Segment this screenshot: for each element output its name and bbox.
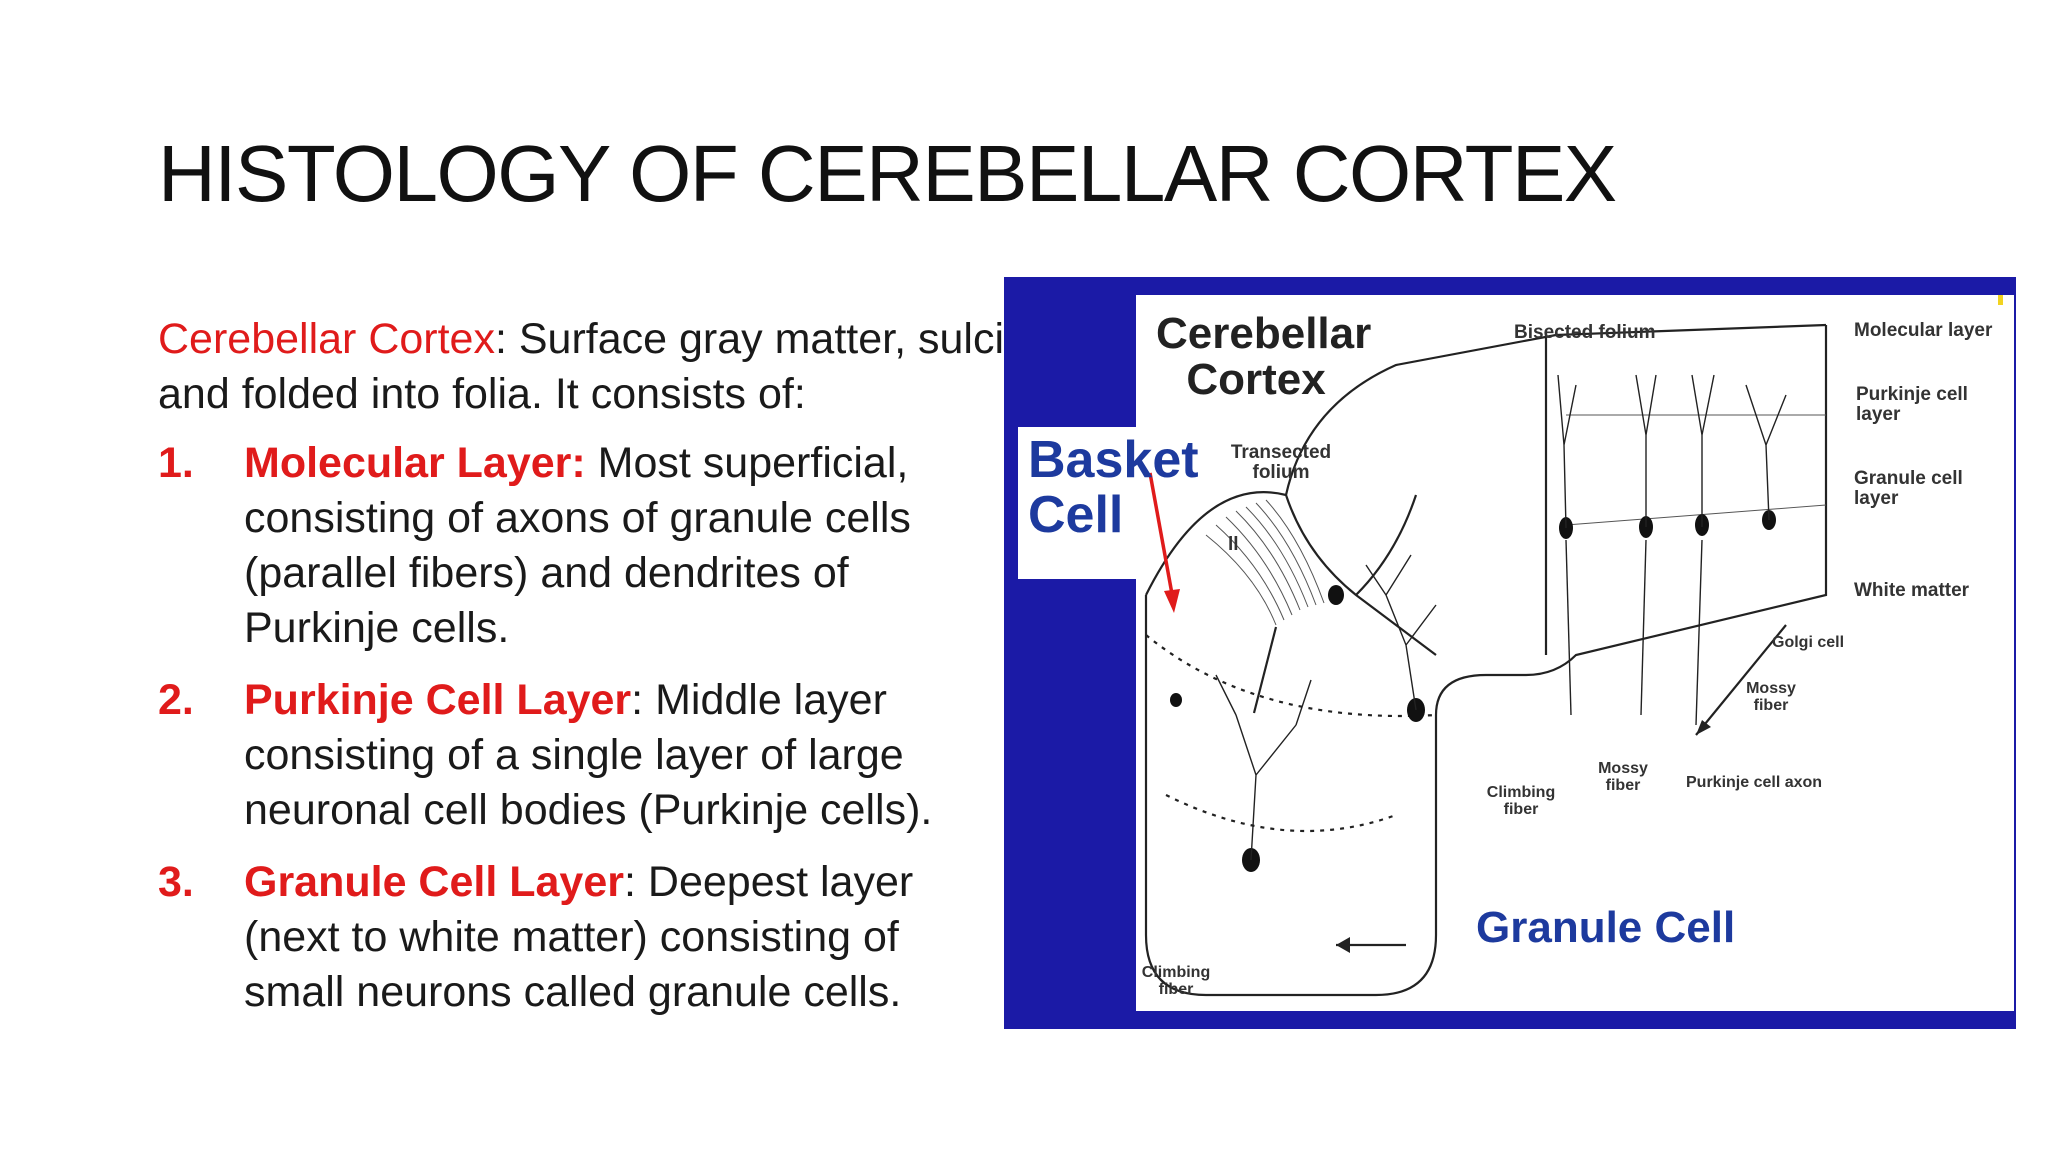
list-text: : Deepest layer (next to white matter) c… [244,858,914,1016]
list-number: 3. [158,858,194,906]
legend-molecular-layer: Molecular layer [1854,320,1993,341]
golgi-cell-label: Golgi cell [1772,634,1845,651]
climbing-fiber-label: Climbing fiber [1141,964,1211,998]
mossy-fiber-label: Mossy fiber [1746,680,1796,714]
climbing-fiber-label: Climbing fiber [1486,784,1556,818]
figure-title: Cerebellar Cortex [1156,309,1372,405]
basket-cell-label-box [1018,427,1148,579]
mossy-fiber-label: Mossy fiber [1598,760,1648,794]
transected-folium-label: Transected folium [1230,442,1332,483]
legend-granule-cell-layer: Granule cell layer [1854,468,1963,509]
bisected-folium-label: Bisected folium [1514,322,1656,343]
list-number: 2. [158,676,194,724]
intro-paragraph: Cerebellar Cortex: Surface gray matter, … [158,312,1008,422]
layer-list: 1. Molecular Layer: Most superficial, con… [158,436,1008,1020]
list-item: 3. Granule Cell Layer: Deepest layer (nex… [158,855,1008,1020]
figure-title-line2: Cortex [1186,355,1326,405]
list-text: : Middle layer consisting of a single la… [244,676,933,834]
diagram-drawing [1144,323,1828,997]
clipped-label-fragment: ll [1228,534,1239,555]
list-term: Molecular Layer: [244,439,586,487]
basket-cell-label-line2: Cell [1028,485,1124,544]
legend-purkinje-cell-layer: Purkinje cell layer [1856,384,1968,425]
diagram-canvas: Cerebellar Cortex Bisected folium Transe… [1136,295,2014,1011]
figure-title-line1: Cerebellar [1156,309,1372,358]
intro-term: Cerebellar Cortex [158,315,495,363]
granule-cell-label: Granule Cell [1476,903,1736,952]
list-term: Purkinje Cell Layer [244,676,632,724]
list-item: 2. Purkinje Cell Layer: Middle layer cons… [158,673,1008,838]
purkinje-cell-axon-label: Purkinje cell axon [1686,774,1823,791]
list-item: 1. Molecular Layer: Most superficial, con… [158,436,1008,656]
list-term: Granule Cell Layer [244,858,624,906]
cerebellar-cortex-diagram: Cerebellar Cortex Bisected folium Transe… [1004,277,2016,1029]
slide-title: HISTOLOGY OF CEREBELLAR CORTEX [158,129,1617,218]
intro-text: : Surface gray matter, sulci and folded … [158,315,1004,418]
body-text: Cerebellar Cortex: Surface gray matter, … [158,312,1008,1037]
basket-cell-label-line1: Basket [1028,431,1199,489]
legend-white-matter: White matter [1854,580,1970,601]
yellow-mark [1998,295,2003,305]
basket-cell-label: Basket Cell [1028,433,1199,542]
list-number: 1. [158,439,194,487]
list-text: Most superficial, consisting of axons of… [244,439,911,652]
